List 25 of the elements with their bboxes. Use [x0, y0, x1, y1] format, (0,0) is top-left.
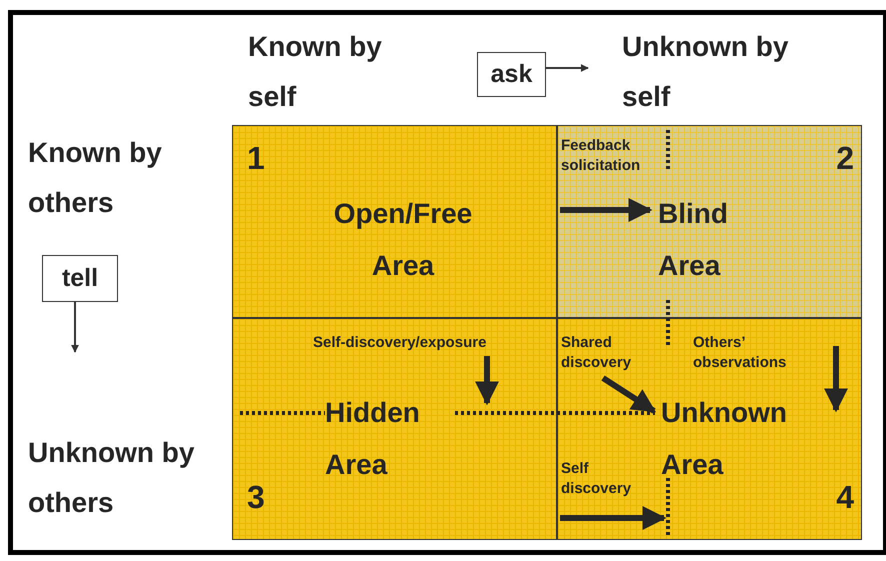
arrow: [546, 64, 589, 72]
quadrant-number: 4: [835, 479, 854, 515]
quadrant: [557, 318, 862, 540]
area-title: Hidden Area: [325, 396, 421, 482]
quadrant-number: 1: [247, 140, 266, 176]
annotation: Self-discovery/exposure: [313, 333, 488, 353]
quadrant: [557, 125, 862, 318]
area-title: Blind Area: [658, 197, 729, 283]
quadrant: [232, 318, 557, 540]
quadrant: [232, 125, 557, 318]
annotation: Self discovery: [561, 459, 632, 499]
annotation: Others’ observations: [693, 333, 788, 373]
annotation: Shared discovery: [561, 333, 632, 373]
quadrant-number: 3: [247, 479, 266, 515]
axis-heading: Known by others: [28, 136, 163, 220]
area-title: Unknown Area: [661, 396, 788, 482]
area-title: Open/Free Area: [332, 197, 474, 283]
quadrant-number: 2: [835, 140, 854, 176]
annotation: Feedback solicitation: [561, 136, 642, 176]
arrow: [71, 302, 79, 353]
axis-heading: Unknown by self: [622, 30, 790, 114]
text-box: tell: [42, 255, 118, 302]
axis-heading: Unknown by others: [28, 436, 196, 520]
text-box: ask: [477, 52, 546, 97]
axis-heading: Known by self: [248, 30, 383, 114]
